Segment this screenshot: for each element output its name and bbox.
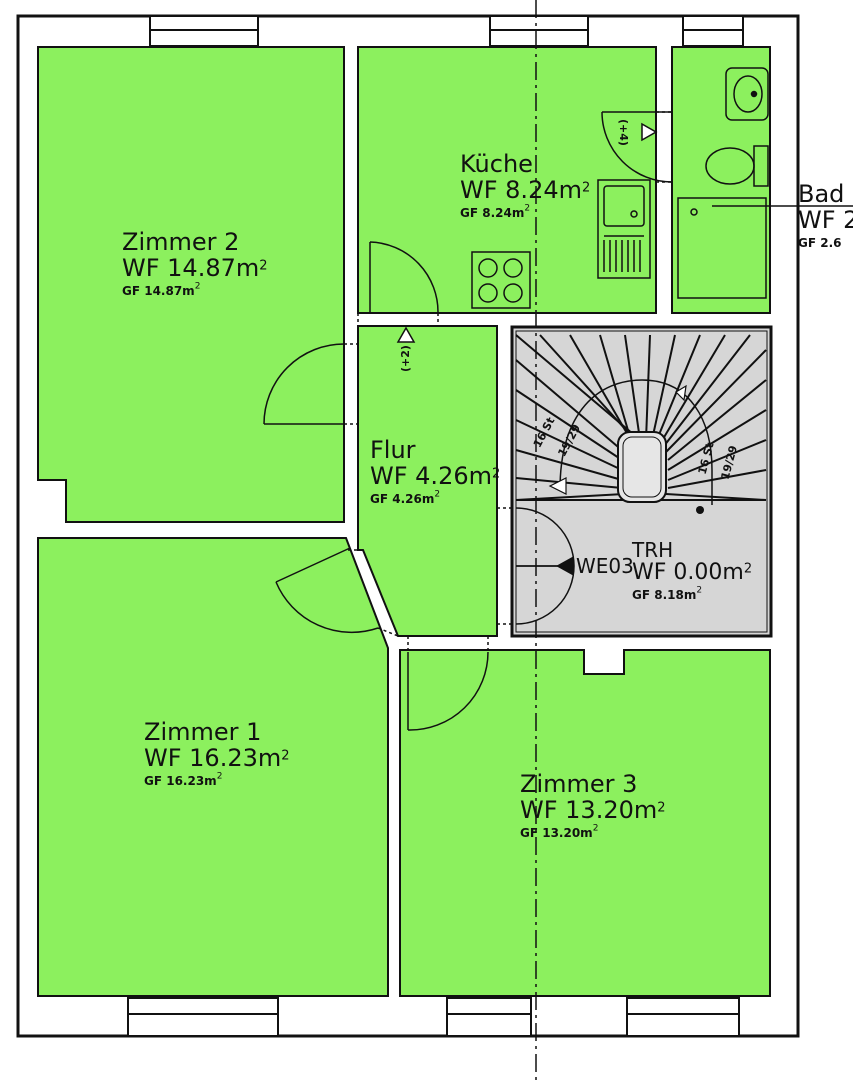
kueche-wf: WF 8.24m xyxy=(460,176,582,204)
stair-walkline-end xyxy=(696,506,704,514)
label-flur: Flur WF 4.26m2 GF 4.26m2 xyxy=(370,438,500,506)
room-flur xyxy=(357,325,498,637)
door-zimmer-1 xyxy=(275,547,379,634)
zimmer-2-wf-sup: 2 xyxy=(259,258,268,274)
kueche-gf: GF 8.24m xyxy=(460,206,525,220)
flur-name: Flur xyxy=(370,436,416,464)
trh-gf: GF 8.18m xyxy=(632,588,697,602)
zimmer-1-gf: GF 16.23m xyxy=(144,774,217,788)
marker-bad-door xyxy=(641,122,658,142)
flur-wf-sup: 2 xyxy=(491,466,501,482)
label-bad: Bad WF 2 GF 2.6 xyxy=(798,182,853,250)
room-zimmer-3 xyxy=(399,649,771,997)
zimmer-2-wf: WF 14.87m xyxy=(122,254,260,282)
door-openings xyxy=(344,111,672,650)
kitchen-sink xyxy=(597,179,651,279)
stair-walkline xyxy=(559,379,713,505)
stair-eye xyxy=(617,431,667,503)
door-bad xyxy=(601,111,673,183)
kueche-wf-sup: 2 xyxy=(581,180,591,196)
window-top-bath xyxy=(682,15,744,47)
zimmer-2-gf: GF 14.87m xyxy=(122,284,195,298)
bath-toilet xyxy=(705,145,769,187)
window-top-kitchen xyxy=(489,15,589,47)
zimmer-2-gf-sup: 2 xyxy=(194,281,201,292)
bad-name: Bad xyxy=(798,180,845,208)
window-bottom-left xyxy=(127,997,279,1037)
zimmer-3-wf: WF 13.20m xyxy=(520,796,658,824)
stair-eye-inner xyxy=(622,436,662,498)
marker-bad-door-label: (+4) xyxy=(616,119,630,146)
trh-unit: WE03 xyxy=(576,554,634,578)
zimmer-1-name: Zimmer 1 xyxy=(144,718,262,746)
bath-shower xyxy=(677,197,767,299)
flur-wf: WF 4.26m xyxy=(370,462,492,490)
trh-wf: WF 0.00m xyxy=(632,560,744,585)
room-bad xyxy=(671,46,771,314)
room-zimmer-1 xyxy=(37,537,389,997)
trh-gf-sup: 2 xyxy=(696,585,703,596)
label-we03: WE03 xyxy=(576,556,634,576)
flur-gf-sup: 2 xyxy=(434,489,441,500)
door-zimmer-3 xyxy=(407,651,489,731)
stair-arrow-left xyxy=(548,477,567,495)
zimmer-2-name: Zimmer 2 xyxy=(122,228,240,256)
we03-arrow xyxy=(556,556,574,576)
kitchen-stove xyxy=(471,251,531,309)
door-zimmer-2 xyxy=(263,343,345,425)
flur-gf: GF 4.26m xyxy=(370,492,435,506)
zimmer-1-wf-sup: 2 xyxy=(281,748,290,764)
zimmer-1-wf: WF 16.23m xyxy=(144,744,282,772)
label-kueche: Küche WF 8.24m2 GF 8.24m2 xyxy=(460,152,590,220)
zimmer-1-gf-sup: 2 xyxy=(216,771,223,782)
bath-washbasin xyxy=(725,67,769,121)
label-zimmer-2: Zimmer 2 WF 14.87m2 GF 14.87m2 xyxy=(122,230,268,298)
zimmer-3-gf-sup: 2 xyxy=(592,823,599,834)
label-zimmer-3: Zimmer 3 WF 13.20m2 GF 13.20m2 xyxy=(520,772,666,840)
trh-name: TRH xyxy=(632,538,674,562)
door-kueche xyxy=(369,241,439,314)
zimmer-3-gf: GF 13.20m xyxy=(520,826,593,840)
window-bottom-mid xyxy=(446,997,532,1037)
label-zimmer-1: Zimmer 1 WF 16.23m2 GF 16.23m2 xyxy=(144,720,290,788)
marker-flur-door-label: (+2) xyxy=(398,345,412,372)
bad-gf: GF 2.6 xyxy=(798,236,842,250)
kueche-gf-sup: 2 xyxy=(524,203,531,214)
kueche-name: Küche xyxy=(460,150,533,178)
window-top-left xyxy=(149,15,259,47)
zimmer-3-name: Zimmer 3 xyxy=(520,770,638,798)
trh-wf-sup: 2 xyxy=(743,561,753,577)
stair-arrow-top xyxy=(675,384,687,402)
zimmer-3-wf-sup: 2 xyxy=(657,800,666,816)
window-bottom-right xyxy=(626,997,740,1037)
bad-wf: WF 2 xyxy=(798,206,853,234)
marker-flur-door xyxy=(396,326,416,343)
label-trh: TRH WF 0.00m2 GF 8.18m2 xyxy=(632,540,752,602)
